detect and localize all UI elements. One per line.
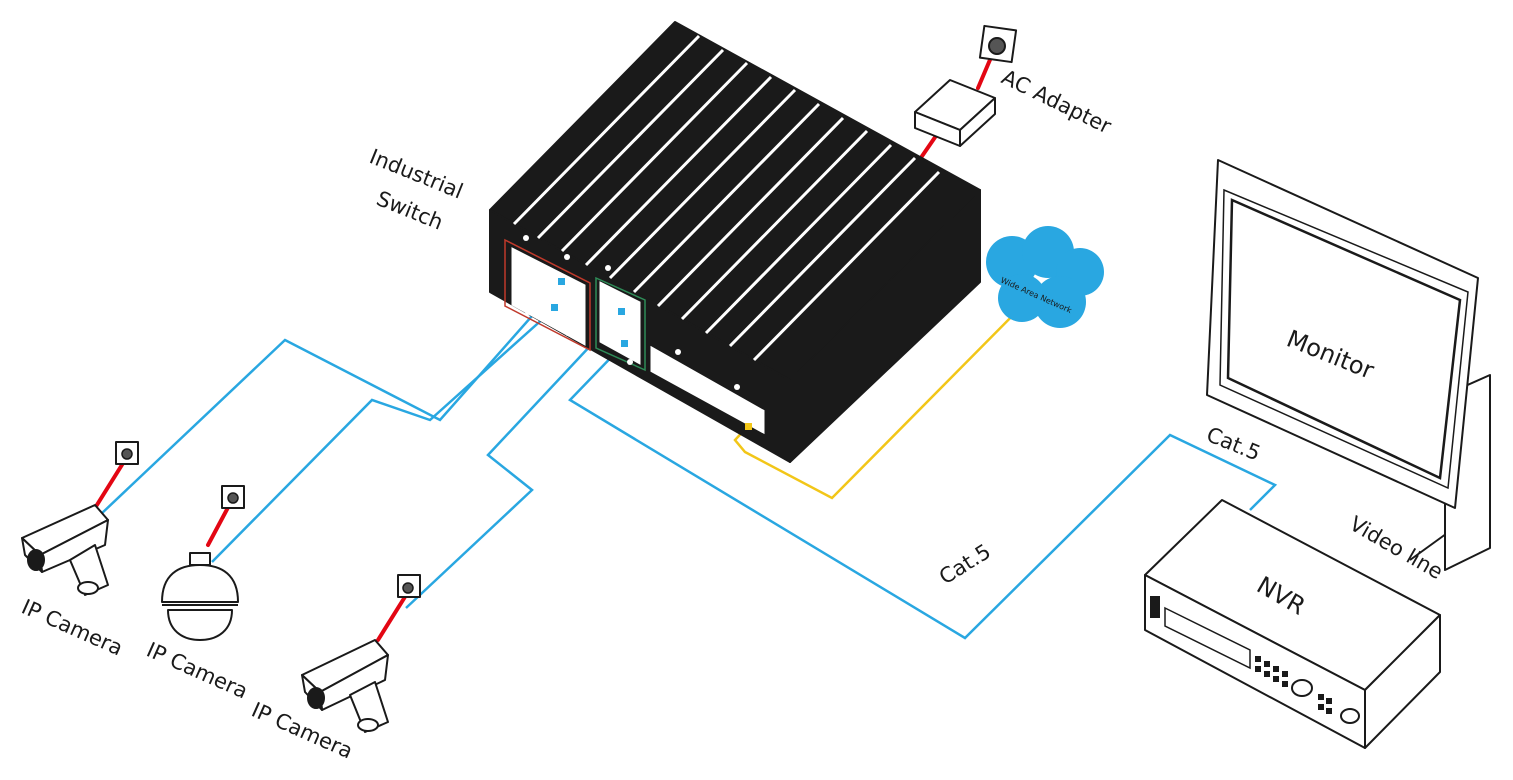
switch-port-block-2 xyxy=(599,281,641,365)
wall-outlet-adapter xyxy=(978,24,1018,64)
cable-camera3-switch xyxy=(405,311,623,609)
switch-port-block-3 xyxy=(649,344,766,436)
nvr-knob-1 xyxy=(1291,679,1313,697)
ip-camera-1 xyxy=(21,441,139,596)
monitor xyxy=(1206,159,1491,571)
ac-adapter-label: AC Adapter xyxy=(998,65,1115,139)
wall-outlet-camera-2 xyxy=(221,485,245,509)
monitor-screen xyxy=(1226,198,1462,480)
industrial-switch xyxy=(489,21,981,463)
cat5-label-top: Cat.5 xyxy=(1203,422,1264,465)
ethernet-cables xyxy=(99,281,1278,640)
cable-switch-nvr xyxy=(568,343,1278,640)
cable-camera2-switch xyxy=(211,307,556,563)
switch-port-block-1 xyxy=(511,247,586,346)
wall-outlet-camera-3 xyxy=(397,574,421,598)
camera-1-label: IP Camera xyxy=(18,595,126,661)
cable-camera1-switch xyxy=(99,281,563,516)
wall-outlet-camera-1 xyxy=(115,441,139,465)
switch-connectors xyxy=(551,278,752,430)
nvr-buttons xyxy=(1255,656,1332,714)
camera-2-label: IP Camera xyxy=(143,638,251,704)
ip-camera-3 xyxy=(301,574,421,733)
camera-3-label: IP Camera xyxy=(248,698,356,764)
cat5-label-bottom: Cat.5 xyxy=(935,539,995,589)
nvr-side xyxy=(1364,614,1441,749)
power-cable-camera1 xyxy=(93,458,127,510)
switch-port-frame-green xyxy=(595,276,646,372)
ac-adapter xyxy=(914,79,996,147)
nvr-disc-slot xyxy=(1164,606,1251,670)
switch-screws xyxy=(523,235,740,390)
wan-cloud: Wide Area Network xyxy=(986,226,1104,328)
nvr xyxy=(1144,499,1441,749)
nvr-knob-2 xyxy=(1340,708,1360,724)
ip-camera-2 xyxy=(161,485,245,641)
nvr-power-button xyxy=(1150,596,1160,618)
power-cable-camera3 xyxy=(376,590,410,642)
switch-port-frame-red xyxy=(504,238,591,352)
cable-switch-wan xyxy=(733,297,1031,500)
switch-heatsink-fins xyxy=(512,34,941,362)
